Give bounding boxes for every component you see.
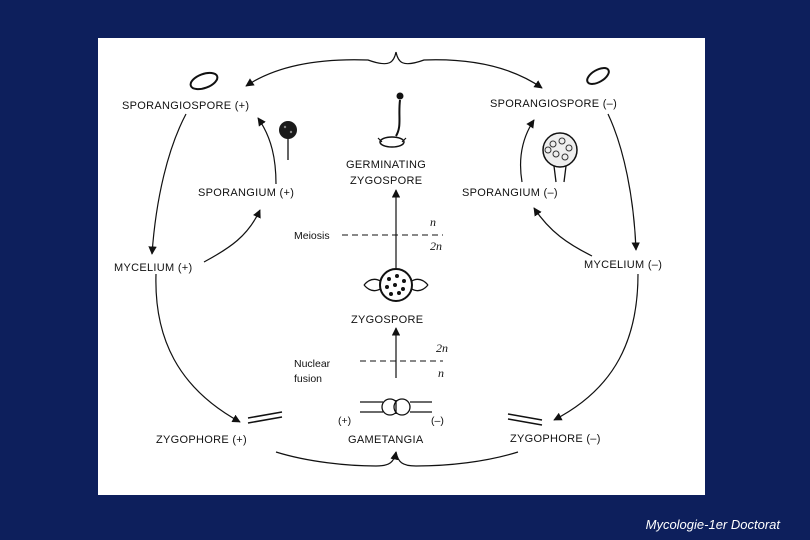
label-sporangium-plus: SPORANGIUM (+) xyxy=(198,187,294,199)
arc-right-down xyxy=(607,113,640,251)
label-meiosis: Meiosis xyxy=(294,230,330,242)
arc-top-right xyxy=(395,51,543,89)
arc-right-bottom xyxy=(553,273,639,421)
label-nuclear: Nuclear xyxy=(294,358,331,370)
arc-left-down xyxy=(148,113,187,255)
label-ploidy-2n-bottom: 2n xyxy=(436,341,448,355)
gametangia-icon xyxy=(360,398,432,416)
arc-mycelium-to-sporangium-minus xyxy=(533,207,593,257)
label-zygophore-plus: ZYGOPHORE (+) xyxy=(156,434,247,446)
arc-mycelium-to-sporangium-plus xyxy=(203,209,261,263)
sporangium-minus-icon xyxy=(542,132,578,183)
zygospore-icon xyxy=(363,268,429,302)
diagram-canvas: SPORANGIOSPORE (+) SPORANGIOSPORE (–) SP… xyxy=(114,51,662,467)
arc-bottom-join-right xyxy=(395,451,519,467)
label-zygophore-minus: ZYGOPHORE (–) xyxy=(510,433,601,445)
sporangiospore-minus-icon xyxy=(586,67,610,85)
label-ploidy-2n-top: 2n xyxy=(430,239,442,253)
footer-caption: Mycologie-1er Doctorat xyxy=(645,517,780,532)
arc-bottom-join xyxy=(275,451,399,467)
label-mycelium-minus: MYCELIUM (–) xyxy=(584,259,662,271)
life-cycle-diagram: SPORANGIOSPORE (+) SPORANGIOSPORE (–) SP… xyxy=(98,38,705,495)
label-mycelium-plus: MYCELIUM (+) xyxy=(114,262,192,274)
label-gamete-plus: (+) xyxy=(338,415,351,427)
label-fusion: fusion xyxy=(294,373,322,385)
label-germinating-line1: GERMINATING xyxy=(346,159,426,171)
label-gametangia: GAMETANGIA xyxy=(348,434,424,446)
label-gamete-minus: (–) xyxy=(431,415,444,427)
label-ploidy-n-top: n xyxy=(430,215,436,229)
arc-sporangium-to-spore-minus xyxy=(519,119,535,183)
label-germinating-line2: ZYGOSPORE xyxy=(350,175,422,187)
label-ploidy-n-bottom: n xyxy=(438,366,444,380)
arc-top-left xyxy=(245,51,397,87)
sporangiospore-plus-icon xyxy=(189,71,219,91)
label-sporangiospore-plus: SPORANGIOSPORE (+) xyxy=(122,100,249,112)
label-sporangium-minus: SPORANGIUM (–) xyxy=(462,187,558,199)
zygophore-plus-icon xyxy=(247,411,283,424)
arc-left-bottom xyxy=(155,273,241,423)
label-zygospore: ZYGOSPORE xyxy=(351,314,423,326)
label-sporangiospore-minus: SPORANGIOSPORE (–) xyxy=(490,98,617,110)
germinating-zygospore-icon xyxy=(377,92,407,148)
zygophore-minus-icon xyxy=(507,413,543,426)
sporangium-plus-icon xyxy=(279,121,297,160)
arc-sporangium-to-spore-plus xyxy=(257,117,277,185)
